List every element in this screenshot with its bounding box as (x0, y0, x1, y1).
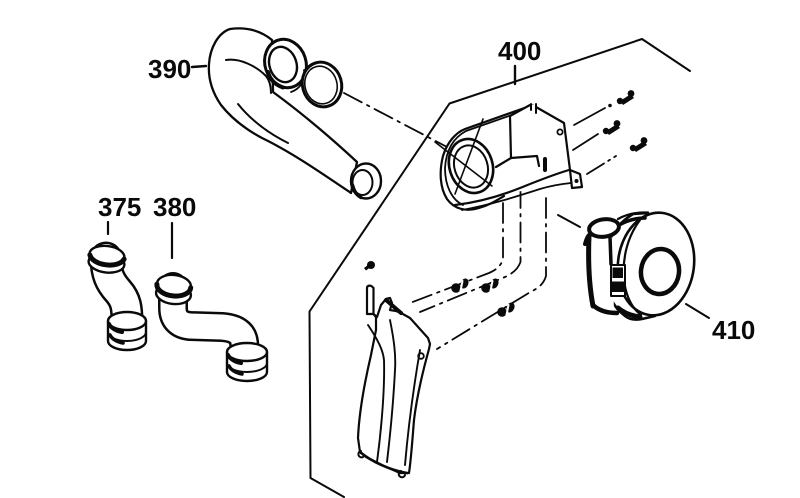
svg-text:380: 380 (153, 192, 196, 222)
svg-text:375: 375 (98, 192, 141, 222)
svg-text:410: 410 (712, 315, 755, 345)
svg-text:390: 390 (148, 54, 191, 84)
svg-text:400: 400 (498, 36, 541, 66)
